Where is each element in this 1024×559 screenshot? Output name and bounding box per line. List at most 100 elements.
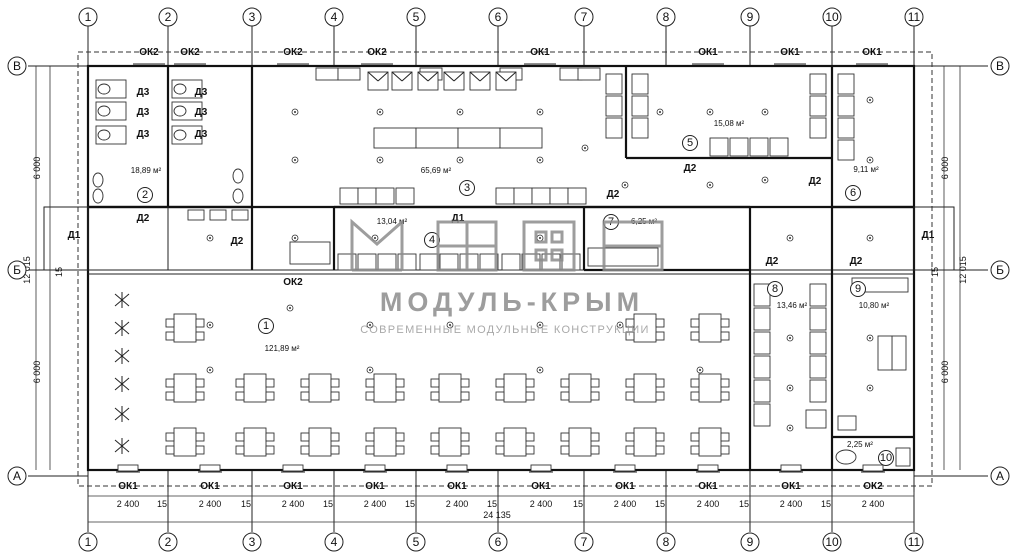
axis-label-row: А <box>13 469 21 483</box>
ceiling-light-icon <box>446 321 454 329</box>
dimension-gap: 15 <box>573 499 583 509</box>
ceiling-light-icon <box>536 366 544 374</box>
ceiling-light-icon <box>706 181 714 189</box>
dimension-total-height: 12 015 <box>958 256 968 284</box>
ceiling-light-icon <box>696 366 704 374</box>
room-marker: 5 <box>682 135 698 151</box>
axis-label-column: 9 <box>747 10 754 24</box>
axis-marker-row: А <box>7 466 27 486</box>
ceiling-light-icon <box>761 108 769 116</box>
watermark-logo: МОДУЛЬ-КРЫМ СОВРЕМЕННЫЕ МОДУЛЬНЫЕ КОНСТР… <box>350 218 664 336</box>
dimension-gap: 15 <box>487 499 497 509</box>
dimension-module-width: 2 400 <box>780 499 803 509</box>
room-marker: 9 <box>850 281 866 297</box>
window-label-bottom: ОК1 <box>615 481 635 492</box>
dimension-module-width: 2 400 <box>446 499 469 509</box>
dimension-module-width: 2 400 <box>614 499 637 509</box>
axis-label-column: 3 <box>249 535 256 549</box>
ceiling-light-icon <box>536 108 544 116</box>
dimension-module-width: 2 400 <box>117 499 140 509</box>
room-area: 2,25 м² <box>847 440 873 449</box>
axis-label-column: 4 <box>331 535 338 549</box>
ceiling-light-icon <box>786 234 794 242</box>
room-marker: 8 <box>767 281 783 297</box>
room-number: 1 <box>263 320 269 332</box>
dimension-gap: 15 <box>157 499 167 509</box>
axis-label-column: 2 <box>165 10 172 24</box>
door-label: Д1 <box>68 230 81 241</box>
ceiling-light-icon <box>536 321 544 329</box>
building-outline <box>86 64 916 472</box>
axis-label-column: 10 <box>825 535 839 549</box>
ceiling-light-icon <box>376 108 384 116</box>
axis-label-row: В <box>996 59 1004 73</box>
axis-marker-column: 4 <box>324 7 344 27</box>
axis-marker-row: В <box>990 56 1010 76</box>
ceiling-light-icon <box>616 321 624 329</box>
axis-label-row: В <box>13 59 21 73</box>
axis-marker-column: 11 <box>904 532 924 552</box>
dimension-total-width: 24 135 <box>483 510 511 520</box>
ceiling-light-icon <box>536 234 544 242</box>
fan-icon <box>114 348 130 364</box>
fan-icon <box>114 292 130 308</box>
window-label-bottom: ОК1 <box>118 481 138 492</box>
ceiling-light-icon <box>786 334 794 342</box>
ceiling-light-icon <box>866 334 874 342</box>
ceiling-light-icon <box>291 234 299 242</box>
fan-icon <box>114 320 130 336</box>
window-label-bottom: ОК1 <box>200 481 220 492</box>
axis-label-column: 8 <box>663 10 670 24</box>
room-area: 18,89 м² <box>131 166 162 175</box>
dimension-gap: 15 <box>323 499 333 509</box>
axis-marker-row: Б <box>990 260 1010 280</box>
dimension-gap: 15 <box>821 499 831 509</box>
axis-marker-column: 2 <box>158 7 178 27</box>
axis-label-column: 10 <box>825 10 839 24</box>
ceiling-light-icon <box>206 366 214 374</box>
door-label: Д3 <box>195 129 208 140</box>
window-label-top: ОК2 <box>367 47 387 58</box>
axis-label-column: 3 <box>249 10 256 24</box>
dimension-module-height: 6 000 <box>940 157 950 180</box>
window-label-bottom: ОК1 <box>531 481 551 492</box>
ceiling-light-icon <box>581 144 589 152</box>
ceiling-light-icon <box>786 384 794 392</box>
axis-marker-column: 5 <box>406 7 426 27</box>
ceiling-light-icon <box>656 108 664 116</box>
window-label-top: ОК2 <box>180 47 200 58</box>
axis-marker-row: А <box>990 466 1010 486</box>
axis-marker-row: В <box>7 56 27 76</box>
watermark-tagline: СОВРЕМЕННЫЕ МОДУЛЬНЫЕ КОНСТРУКЦИИ <box>360 324 649 336</box>
axis-label-row: А <box>996 469 1004 483</box>
room-number: 4 <box>429 234 435 246</box>
room-number: 5 <box>687 137 693 149</box>
axis-marker-column: 6 <box>488 532 508 552</box>
axis-label-column: 11 <box>908 535 921 549</box>
window-label-bottom: ОК1 <box>447 481 467 492</box>
window-label-bottom: ОК1 <box>365 481 385 492</box>
dimension-total-height: 12 015 <box>22 256 32 284</box>
fan-icon <box>114 438 130 454</box>
axis-marker-column: 7 <box>574 532 594 552</box>
axis-label-column: 6 <box>495 10 502 24</box>
dimension-module-width: 2 400 <box>530 499 553 509</box>
fan-icon <box>114 406 130 422</box>
door-label: Д2 <box>809 176 822 187</box>
axis-marker-column: 11 <box>904 7 924 27</box>
dimension-module-height: 6 000 <box>32 361 42 384</box>
axis-label-column: 5 <box>413 535 420 549</box>
ceiling-light-icon <box>866 384 874 392</box>
door-label: Д1 <box>452 213 465 224</box>
axis-marker-column: 2 <box>158 532 178 552</box>
ceiling-light-icon <box>621 181 629 189</box>
ceiling-light-icon <box>366 321 374 329</box>
door-label: Д3 <box>195 87 208 98</box>
room-area: 13,46 м² <box>777 301 808 310</box>
room-area: 15,08 м² <box>714 119 745 128</box>
axis-label-row: Б <box>996 263 1004 277</box>
entrance-right <box>913 206 955 271</box>
entrance-left <box>43 206 89 271</box>
